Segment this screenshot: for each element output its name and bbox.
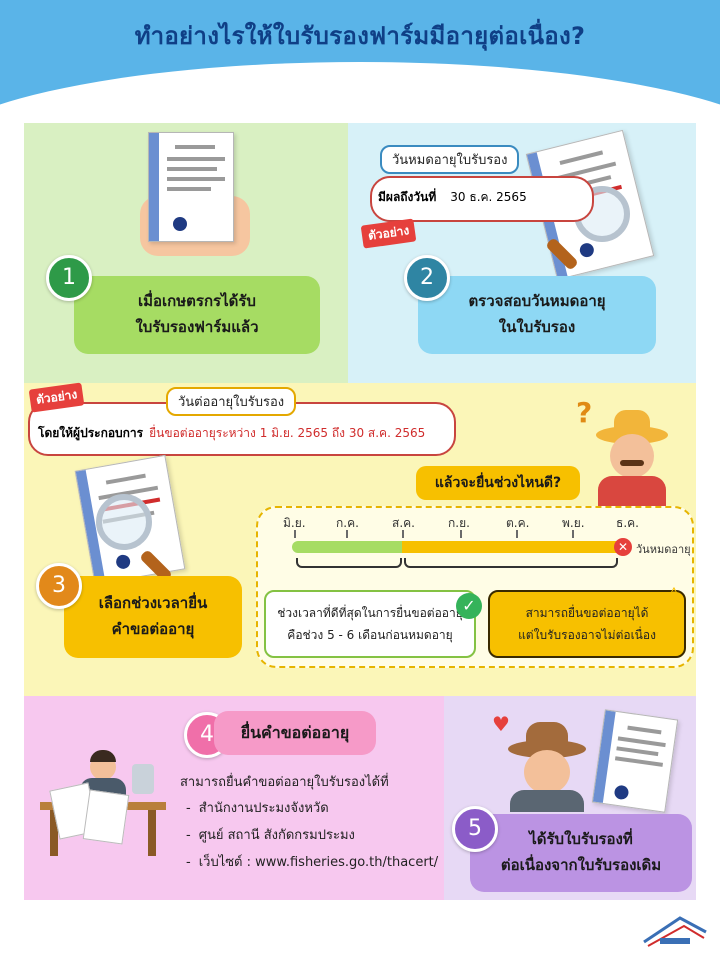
expiry-label: มีผลถึงวันที่ xyxy=(378,190,437,204)
step-4-description: สามารถยื่นคำขอต่ออายุใบรับรองได้ที่ xyxy=(180,775,389,790)
step-1-line1: เมื่อเกษตรกรได้รับ xyxy=(138,292,256,310)
month-label: ส.ค. xyxy=(392,516,415,530)
step-5-number: 5 xyxy=(452,806,498,852)
month-label: ต.ค. xyxy=(506,516,530,530)
step-1-box: เมื่อเกษตรกรได้รับ ใบรับรองฟาร์มแล้ว xyxy=(74,276,320,354)
certificate-icon xyxy=(148,132,234,242)
list-item: -สำนักงานประมงจังหวัด xyxy=(186,801,329,816)
expiry-marker-label: วันหมดอายุ xyxy=(636,543,691,556)
list-item: -เว็บไซต์ : www.fisheries.go.th/thacert/ xyxy=(186,855,439,870)
late-period-box: สามารถยื่นขอต่ออายุได้ แต่ใบรับรองอาจไม่… xyxy=(488,590,686,658)
heart-icon: ♥ xyxy=(492,712,510,736)
late-period-bar xyxy=(402,541,620,553)
renewal-value: ยื่นขอต่ออายุระหว่าง 1 มิ.ย. 2565 ถึง 30… xyxy=(149,426,426,440)
check-icon: ✓ xyxy=(456,593,482,619)
question-mark-icon: ? xyxy=(576,396,593,429)
office-desk-illustration xyxy=(40,746,170,866)
late-period-brace xyxy=(404,558,618,568)
month-label: ธ.ค. xyxy=(616,516,639,530)
renewal-label: โดยให้ผู้ประกอบการ xyxy=(38,426,144,440)
close-icon: ✕ xyxy=(614,538,632,556)
renewal-bubble-title: วันต่ออายุใบรับรอง xyxy=(166,387,297,416)
best-period-brace xyxy=(296,558,402,568)
timeline-tick xyxy=(294,530,296,538)
renewal-bubble-text: โดยให้ผู้ประกอบการ ยื่นขอต่ออายุระหว่าง 1… xyxy=(38,424,425,443)
best-period-box: ช่วงเวลาที่ดีที่สุดในการยื่นขอต่ออายุ คื… xyxy=(264,590,476,658)
best-period-line1: ช่วงเวลาที่ดีที่สุดในการยื่นขอต่ออายุ xyxy=(277,606,463,620)
month-label: พ.ย. xyxy=(562,516,585,530)
question-bubble: แล้วจะยื่นช่วงไหนดี? xyxy=(416,466,580,500)
certificate-icon xyxy=(591,709,679,813)
step-2-number: 2 xyxy=(404,255,450,301)
warning-icon: ⚠ xyxy=(664,584,684,609)
step-3-line2: คำขอต่ออายุ xyxy=(111,620,195,638)
step-3-number: 3 xyxy=(36,563,82,609)
step-2-box: ตรวจสอบวันหมดอายุ ในใบรับรอง xyxy=(418,276,656,354)
step-1-number: 1 xyxy=(46,255,92,301)
month-label: มิ.ย. xyxy=(283,516,306,530)
farmer-question-illustration: ? xyxy=(576,396,680,506)
step-3-line1: เลือกช่วงเวลายื่น xyxy=(98,594,208,612)
list-item: -ศูนย์ สถานี สังกัดกรมประมง xyxy=(186,828,355,843)
step-5-box: ได้รับใบรับรองที่ ต่อเนื่องจากใบรับรองเด… xyxy=(470,814,692,892)
timeline-tick xyxy=(346,530,348,538)
timeline-tick xyxy=(516,530,518,538)
best-period-bar xyxy=(292,541,402,553)
timeline-tick xyxy=(460,530,462,538)
step-1-line2: ใบรับรองฟาร์มแล้ว xyxy=(135,318,259,336)
late-period-line2: แต่ใบรับรองอาจไม่ต่อเนื่อง xyxy=(518,628,656,642)
step-5-line2: ต่อเนื่องจากใบรับรองเดิม xyxy=(500,856,662,874)
expiry-bubble-text: มีผลถึงวันที่ 30 ธ.ค. 2565 xyxy=(378,188,527,207)
department-logo xyxy=(643,916,707,947)
step-4-box: ยื่นคำขอต่ออายุ xyxy=(214,711,376,755)
late-period-line1: สามารถยื่นขอต่ออายุได้ xyxy=(525,606,649,620)
timeline-tick xyxy=(402,530,404,538)
place-center: ศูนย์ สถานี สังกัดกรมประมง xyxy=(198,828,355,843)
step-4-places: -สำนักงานประมงจังหวัด -ศูนย์ สถานี สังกั… xyxy=(186,795,438,876)
step-2-line1: ตรวจสอบวันหมดอายุ xyxy=(468,292,606,310)
expiry-value: 30 ธ.ค. 2565 xyxy=(450,190,527,204)
month-label: ก.ย. xyxy=(448,516,470,530)
expiry-bubble xyxy=(370,176,594,222)
best-period-line2: คือช่วง 5 - 6 เดือนก่อนหมดอายุ xyxy=(287,628,453,642)
timeline-tick xyxy=(572,530,574,538)
farmer-happy-illustration: ♥ xyxy=(492,712,596,812)
step-3-box: เลือกช่วงเวลายื่น คำขอต่ออายุ xyxy=(64,576,242,658)
place-office: สำนักงานประมงจังหวัด xyxy=(198,801,329,816)
month-label: ก.ค. xyxy=(336,516,359,530)
expiry-bubble-title: วันหมดอายุใบรับรอง xyxy=(380,145,520,174)
step-5-line1: ได้รับใบรับรองที่ xyxy=(529,830,633,848)
page-title: ทำอย่างไรให้ใบรับรองฟาร์มมีอายุต่อเนื่อง… xyxy=(134,22,586,50)
magnifier-icon xyxy=(96,494,152,550)
place-website[interactable]: เว็บไซต์ : www.fisheries.go.th/thacert/ xyxy=(198,855,439,870)
step-2-line2: ในใบรับรอง xyxy=(498,318,576,336)
